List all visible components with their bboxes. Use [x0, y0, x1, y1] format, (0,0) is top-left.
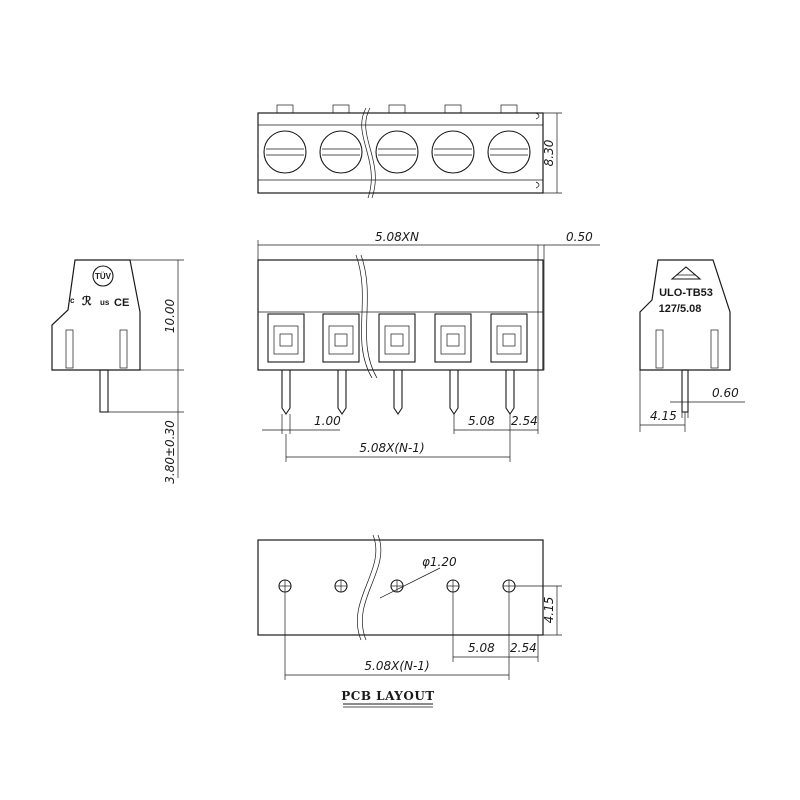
screw-head: [487, 130, 531, 174]
ul-cert-icon: ℛ: [82, 294, 92, 308]
front-half-pitch-dimension: 2.54: [511, 414, 538, 428]
ul-us-mark: us: [100, 298, 110, 307]
break-line: [355, 254, 373, 379]
right-side-view: ULO-TB53 127/5.08 0.60 4.15: [639, 259, 745, 432]
left-side-outline: [51, 259, 141, 371]
pcb-pitch-dimension: 5.08: [468, 641, 495, 655]
brand-logo-icon: [670, 266, 702, 280]
wire-slot: [434, 313, 472, 363]
model-label: ULO-TB53: [659, 287, 713, 299]
pin: [281, 370, 291, 415]
screw-head: [431, 130, 475, 174]
pcb-hole: [446, 579, 460, 593]
pin: [393, 370, 403, 415]
pin: [337, 370, 347, 415]
model-sub-label: 127/5.08: [659, 303, 702, 315]
wire-slot: [322, 313, 360, 363]
pcb-layout-title: PCB LAYOUT: [341, 689, 434, 703]
front-view: 5.08XN 0.50 1.00 5.08 2.54 5.08X(N-1): [257, 230, 600, 462]
break-line: [365, 107, 376, 199]
pcb-hole: [502, 579, 516, 593]
pcb-half-pitch-dimension: 2.54: [510, 641, 537, 655]
side-pin: [99, 369, 109, 413]
pcb-hole: [278, 579, 292, 593]
pin: [449, 370, 459, 415]
screw-head: [263, 130, 307, 174]
right-side-outline: [639, 259, 731, 371]
pcb-row-dimension: 4.15: [542, 597, 556, 624]
pcb-span-dimension: 5.08X(N-1): [364, 659, 429, 673]
right-offset-dimension: 4.15: [650, 409, 677, 423]
front-pitch-dimension: 5.08: [468, 414, 495, 428]
pcb-hole: [334, 579, 348, 593]
left-pin-length-dimension: 3.80±0.30: [163, 420, 177, 484]
ul-c-mark: c: [70, 296, 75, 305]
wire-slot: [267, 313, 305, 363]
svg-text:TÜV: TÜV: [95, 272, 112, 281]
front-total-width-dimension: 5.08XN: [375, 230, 419, 244]
tuv-cert-icon: [92, 265, 114, 287]
top-view: 8.30: [257, 104, 562, 199]
right-pin-width-dimension: 0.60: [712, 386, 739, 400]
pcb-hole-diameter-dimension: φ1.20: [422, 555, 457, 569]
side-pin: [681, 369, 689, 413]
screw-head: [319, 130, 363, 174]
left-height-dimension: 10.00: [163, 298, 177, 333]
left-side-view: TÜV c ℛ us CE 10.00 3.80±0.30: [51, 259, 184, 484]
front-pin-width-dimension: 1.00: [314, 414, 341, 428]
wire-slot: [490, 313, 528, 363]
top-height-dimension: 8.30: [542, 139, 556, 166]
front-gap-dimension: 0.50: [566, 230, 593, 244]
ce-cert-icon: CE: [114, 297, 129, 309]
pin: [505, 370, 515, 415]
front-view-outline: [257, 259, 544, 371]
screw-head: [375, 130, 419, 174]
pcb-layout-view: φ1.20 4.15 5.08 2.54 5.08X(N-1) PCB LAYO…: [257, 534, 562, 708]
pcb-hole: [390, 579, 404, 593]
front-span-dimension: 5.08X(N-1): [359, 441, 424, 455]
wire-slot: [378, 313, 416, 363]
break-line: [361, 534, 382, 641]
